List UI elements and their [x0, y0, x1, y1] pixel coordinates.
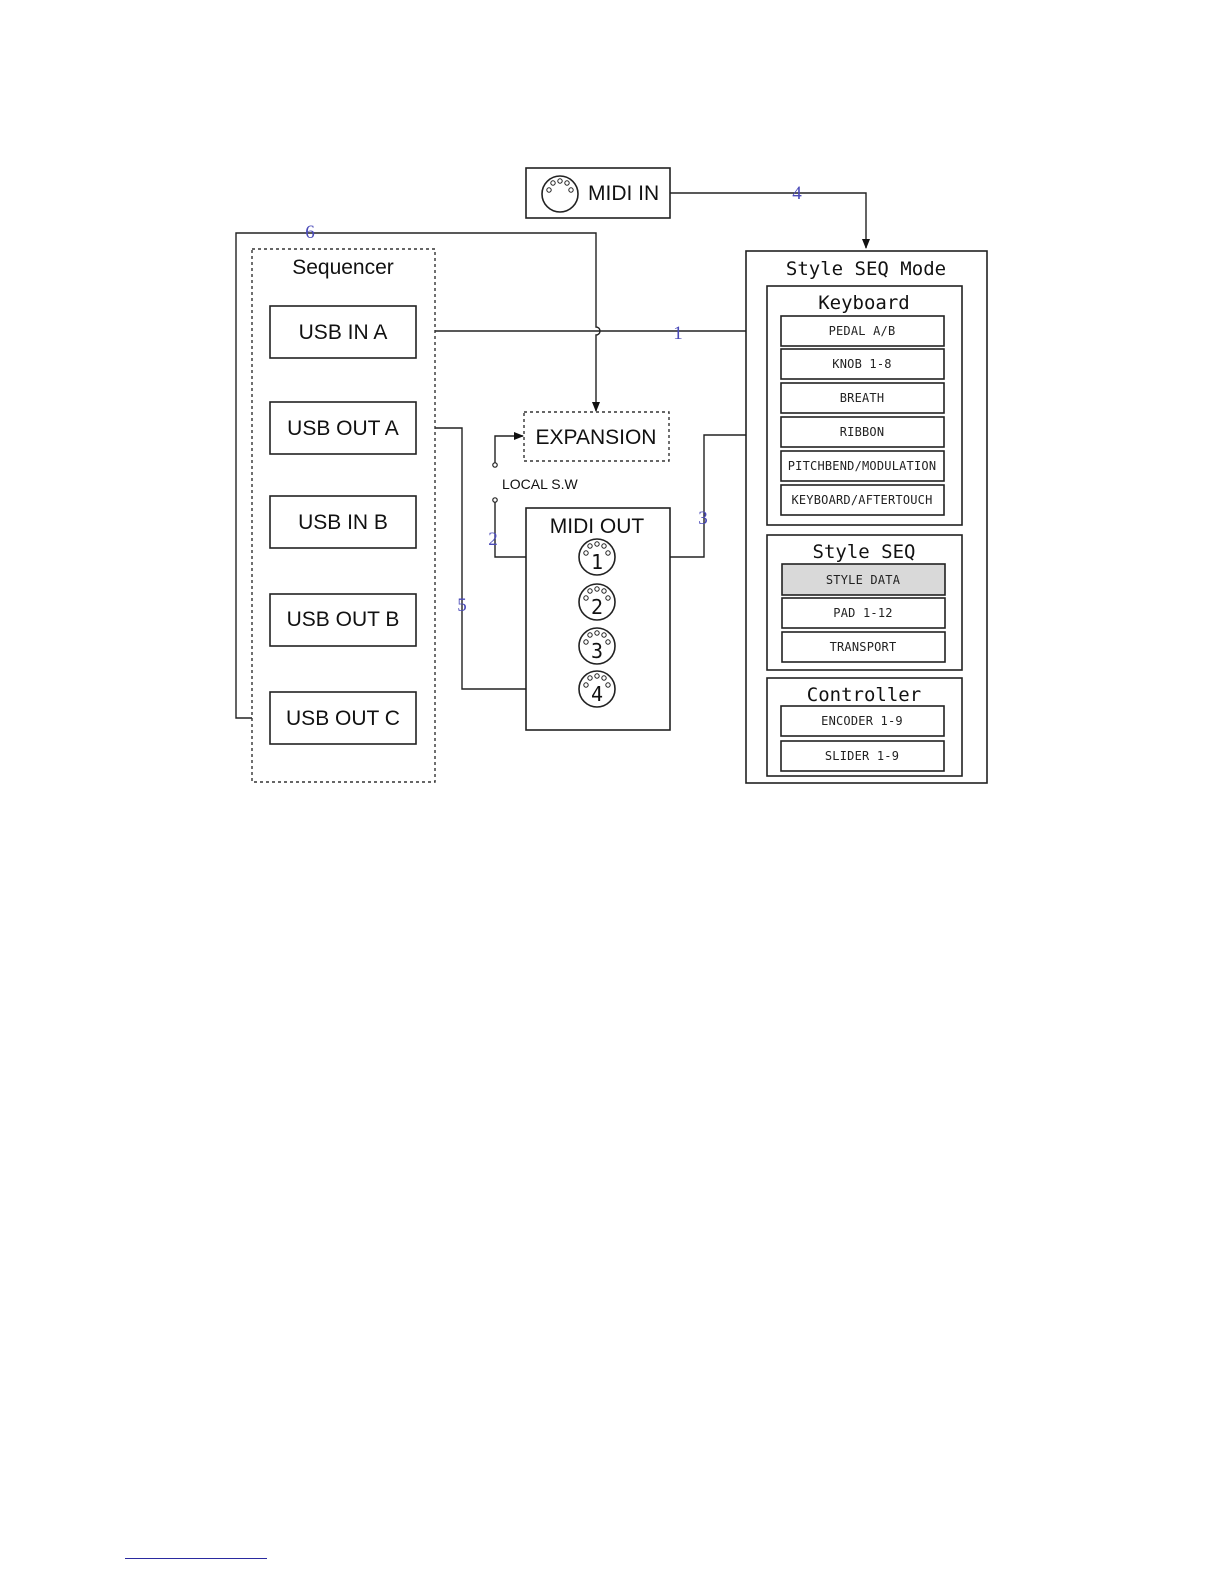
midi-out-port-4-label: 4: [591, 682, 603, 706]
keyboard-item-knob-label: KNOB 1-8: [832, 357, 891, 371]
keyboard-item-aftertouch-label: KEYBOARD/AFTERTOUCH: [791, 493, 932, 507]
midi-out-port-2-label: 2: [591, 595, 603, 619]
keyboard-item-ribbon-label: RIBBON: [840, 425, 885, 439]
controller-item-slider-label: SLIDER 1-9: [825, 749, 899, 763]
controller-group: Controller ENCODER 1-9 SLIDER 1-9: [767, 678, 962, 776]
midi-out-port-3-label: 3: [591, 639, 603, 663]
route-label-2: 2: [488, 529, 498, 550]
keyboard-item-breath-label: BREATH: [840, 391, 885, 405]
midi-out-title: MIDI OUT: [550, 515, 645, 538]
sequencer-group: Sequencer USB IN A USB OUT A USB IN B US…: [252, 249, 435, 782]
keyboard-group-title: Keyboard: [818, 292, 910, 314]
midi-in-box: MIDI IN: [526, 168, 670, 218]
route-label-4: 4: [792, 183, 802, 204]
keyboard-group: Keyboard PEDAL A/B KNOB 1-8 BREATH RIBBO…: [767, 286, 962, 525]
route-4-wire: [670, 193, 866, 248]
controller-group-title: Controller: [807, 684, 921, 706]
keyboard-item-pedal-label: PEDAL A/B: [829, 324, 896, 338]
style-seq-item-pad-label: PAD 1-12: [833, 606, 892, 620]
midi-in-label: MIDI IN: [588, 182, 659, 205]
sequencer-title: Sequencer: [292, 256, 394, 279]
style-seq-group-title: Style SEQ: [813, 541, 916, 563]
midi-out-port-2: 2: [579, 584, 615, 620]
usb-out-b-label: USB OUT B: [287, 608, 400, 631]
style-seq-item-transport-label: TRANSPORT: [830, 640, 897, 654]
usb-out-a-label: USB OUT A: [287, 417, 399, 440]
style-seq-item-style-data-label: STYLE DATA: [826, 573, 901, 587]
controller-item-encoder-label: ENCODER 1-9: [821, 714, 903, 728]
local-switch-label: LOCAL S.W: [502, 476, 579, 492]
keyboard-item-pitchbend-label: PITCHBEND/MODULATION: [788, 459, 937, 473]
midi-out-port-1: 1: [579, 539, 615, 575]
style-seq-group: Style SEQ STYLE DATA PAD 1-12 TRANSPORT: [767, 535, 962, 670]
midi-out-box: MIDI OUT 1 2 3 4: [526, 508, 670, 730]
route-label-1: 1: [673, 323, 683, 344]
midi-out-port-1-label: 1: [591, 550, 603, 574]
expansion-box: EXPANSION: [524, 412, 669, 461]
style-seq-mode-title: Style SEQ Mode: [786, 258, 946, 280]
usb-out-c-label: USB OUT C: [286, 707, 400, 730]
footnote-rule: [125, 1558, 267, 1559]
route-label-5: 5: [457, 595, 467, 616]
local-switch-contact-top: [493, 463, 497, 467]
local-switch-contact-bottom: [493, 498, 497, 502]
usb-in-b-label: USB IN B: [298, 511, 388, 534]
usb-in-a-label: USB IN A: [299, 321, 388, 344]
route-label-6: 6: [305, 222, 315, 243]
expansion-label: EXPANSION: [536, 426, 657, 449]
route-2-wire-upper: [495, 436, 523, 465]
route-label-3: 3: [698, 508, 708, 529]
midi-out-port-4: 4: [579, 671, 615, 707]
midi-out-port-3: 3: [579, 628, 615, 664]
style-seq-mode-panel: Style SEQ Mode Keyboard PEDAL A/B KNOB 1…: [746, 251, 987, 783]
